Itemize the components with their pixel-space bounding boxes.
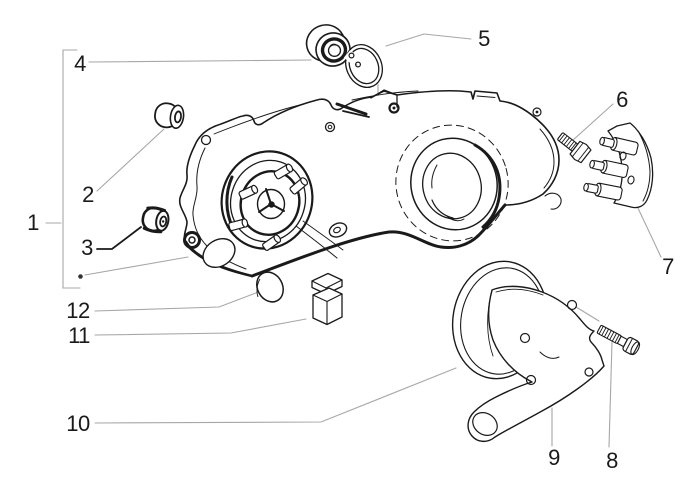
callout-label-12: 12 [66, 298, 90, 323]
flange-hole-2 [324, 121, 336, 133]
flange-hole-2-inner [327, 124, 333, 130]
intake-screw-hole-3 [525, 374, 537, 386]
intake-screw-hole-1 [566, 299, 578, 311]
flange-hole-3 [532, 107, 542, 117]
leader-6 [571, 103, 614, 142]
leader-8 [608, 341, 613, 448]
leader-lines [45, 33, 662, 448]
gasket-edge-wedge-2 [342, 110, 370, 118]
recess-outer [410, 137, 498, 231]
leader-11 [94, 318, 307, 336]
bushing-upper-bore [174, 110, 182, 124]
callout-label-9: 9 [548, 445, 560, 470]
hub-outer [220, 150, 314, 250]
stud-plate [583, 122, 654, 209]
circlip-hook-2 [355, 61, 362, 68]
hub-center-dot [268, 201, 275, 208]
gasket-top-line [213, 103, 305, 135]
top-tab-inner [476, 95, 496, 98]
kick-boss-inner [333, 226, 341, 234]
leader-bolt8-hole [575, 306, 600, 322]
buffer-cap [311, 272, 343, 295]
leader-dot-marker [78, 274, 83, 279]
intake-cover-top-line [495, 288, 544, 296]
recess-smile-arc [446, 215, 465, 222]
cover-right-inner-line [539, 128, 555, 189]
callout-label-7: 7 [662, 254, 674, 279]
intake-screw-hole-2 [519, 332, 531, 344]
callout-label-2: 2 [82, 182, 94, 207]
cover-bottom-shadow [250, 203, 507, 278]
top-bracket-bolt-dot [392, 106, 396, 110]
leader-12 [94, 290, 262, 312]
callout-label-4: 4 [74, 51, 86, 76]
leader-7 [636, 205, 662, 258]
hub-studs [228, 163, 309, 251]
recess-hidden-circle [395, 124, 509, 242]
intake-cover-left-arc [487, 290, 494, 357]
bearing-race [320, 37, 348, 63]
callout-label-3: 3 [81, 235, 93, 260]
flange-hole-3-dot [535, 110, 539, 114]
cover-assembly [178, 89, 562, 278]
recess-inner-arc [431, 199, 454, 219]
leader-dot [84, 256, 189, 276]
recess-inner-arc-2 [431, 164, 438, 189]
top-bracket [370, 89, 398, 108]
flange-hole-1 [200, 134, 212, 146]
bolt-boss-inner [188, 236, 196, 244]
recess-inner [422, 152, 482, 220]
callout-label-11: 11 [68, 323, 90, 348]
recess-shadow-arc [473, 143, 502, 229]
housing-crease [295, 225, 338, 259]
gasket-top-line-2 [351, 90, 419, 101]
cover-outline [178, 89, 560, 277]
leader-2 [96, 128, 165, 192]
stud-plate-hole-1 [619, 151, 627, 161]
group-bracket-1 [62, 49, 81, 289]
leader-3 [96, 226, 142, 250]
bushing-lower-bore [159, 215, 168, 228]
circlip [343, 44, 383, 88]
intake-center-arc [539, 351, 560, 359]
hub-ring [229, 159, 307, 243]
stud-plate-hole-2 [627, 175, 635, 185]
callout-label-6: 6 [616, 87, 628, 112]
leader-10 [94, 367, 457, 424]
socket-bolt [596, 325, 641, 356]
hex-bolt [557, 132, 592, 164]
top-bracket-bolt [388, 102, 400, 114]
hex-bolt-head [569, 140, 592, 164]
stud-plate-inner-arc [637, 130, 651, 202]
callout-label-1: 1 [27, 210, 39, 235]
spacer-bushing-upper [154, 102, 185, 129]
ball-bearing [305, 24, 351, 67]
socket-bolt-head [622, 336, 640, 355]
cover-opening [202, 237, 236, 269]
bolt-boss [183, 231, 201, 249]
intake-screw-hole-4 [584, 367, 594, 377]
circlip-hook-1 [348, 52, 355, 59]
bearing-bore [327, 44, 342, 57]
leader-5 [385, 33, 472, 47]
intake-snout-opening [472, 412, 498, 436]
callout-label-8: 8 [606, 448, 618, 473]
hub-center [256, 188, 286, 220]
callout-label-5: 5 [478, 26, 490, 51]
spacer-bushing-lower [141, 206, 170, 234]
right-edge-tab [544, 192, 562, 210]
stud-plate-studs [583, 136, 639, 201]
air-intake-cover [467, 285, 605, 443]
oval-plug [256, 271, 284, 303]
kick-boss [328, 222, 348, 238]
gasket-edge-wedge [335, 102, 368, 116]
housing-crease-2 [302, 220, 344, 251]
callout-label-10: 10 [66, 411, 90, 436]
rubber-buffer [311, 272, 343, 326]
leader-4 [88, 59, 312, 63]
